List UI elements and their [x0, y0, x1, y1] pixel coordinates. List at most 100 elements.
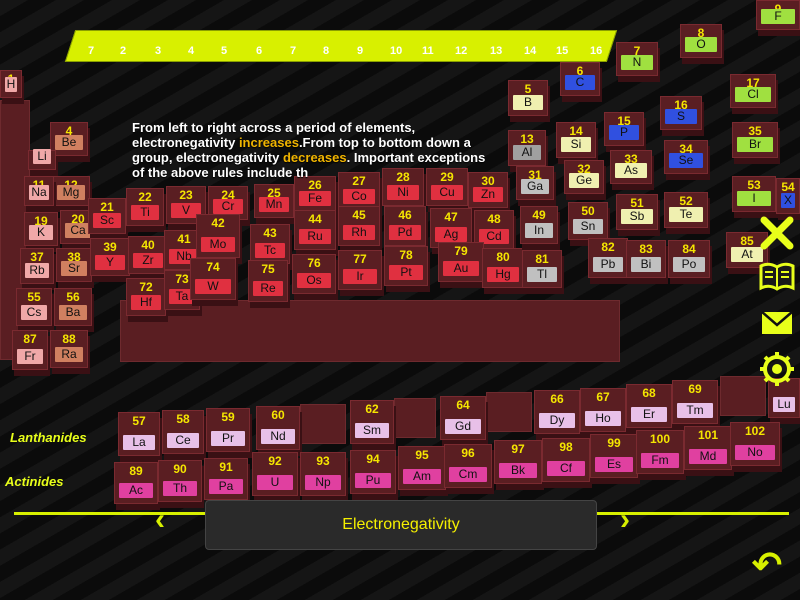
atomic-number: 48	[487, 212, 501, 226]
settings-button[interactable]	[758, 350, 796, 388]
mail-icon	[761, 311, 793, 334]
next-property-button[interactable]: ›	[620, 503, 630, 536]
element-li[interactable]: 3Li	[28, 149, 56, 170]
element-symbol: Tc	[255, 243, 285, 258]
element-na[interactable]: 11Na	[24, 176, 54, 206]
element-h[interactable]: 1H	[0, 70, 22, 98]
close-button[interactable]	[758, 214, 796, 252]
book-button[interactable]	[758, 260, 796, 298]
property-selector[interactable]: Electronegativity	[205, 500, 597, 550]
prev-property-button[interactable]: ‹	[155, 503, 165, 536]
atomic-number: 13	[520, 132, 534, 146]
atomic-number: 41	[177, 232, 191, 246]
mail-button[interactable]	[758, 306, 796, 344]
element-f[interactable]: 9F	[756, 0, 800, 30]
element-mg[interactable]: 12Mg	[52, 176, 90, 206]
atomic-number: 97	[511, 442, 525, 456]
back-button[interactable]: ↶	[752, 544, 783, 585]
